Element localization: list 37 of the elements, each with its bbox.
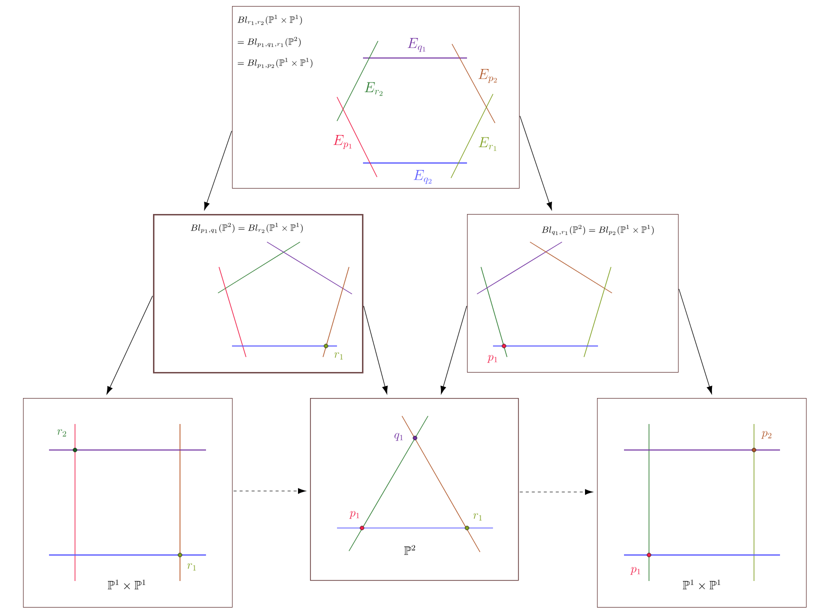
line-label: $r_2$: [57, 429, 66, 436]
line-label: $E_{q_2}$: [414, 170, 432, 184]
formula: $= Bl_{p_1,q_1,r_1}(\mathbb{P}^2)$: [238, 36, 301, 47]
arrow: [233, 488, 306, 494]
panel-box: [597, 398, 807, 608]
formula: $= Bl_{p_1,p_2}(\mathbb{P}^1\times\mathbb{P}^1)$: [238, 58, 312, 68]
panel-box: [153, 214, 364, 374]
panel-box: [310, 398, 519, 581]
formula: $Bl_{q_1,r_1}(\mathbb{P}^2) = Bl_{p_2}(\mathbb{P}^1\times\mathbb{P}^1)$: [542, 224, 654, 235]
line-label: $E_{q_1}$: [408, 38, 426, 52]
formula: $\mathbb{P}^2$: [404, 545, 416, 555]
line-label: $E_{p_1}$: [333, 135, 352, 149]
line-label: $p_2$: [761, 431, 772, 439]
line-label: $r_1$: [334, 352, 343, 360]
arrow: [363, 306, 388, 394]
panel-box: [232, 6, 520, 189]
line-label: $p_1$: [349, 511, 360, 519]
line-label: $E_{r_1}$: [478, 137, 496, 151]
arrow: [106, 296, 153, 394]
formula: $\mathbb{P}^1\times\mathbb{P}^1$: [108, 580, 146, 590]
arrow: [520, 116, 552, 210]
panel-box: [467, 214, 679, 373]
line-label: $p_1$: [630, 567, 640, 575]
formula: $\mathbb{P}^1\times\mathbb{P}^1$: [682, 580, 720, 590]
arrow: [520, 489, 593, 495]
line-label: $r_1$: [187, 563, 196, 570]
formula: $Bl_{r_1,r_2}(\mathbb{P}^1\times\mathbb{P}^1)$: [238, 14, 302, 25]
line-label: $E_{r_2}$: [364, 82, 383, 96]
line-label: $p_1$: [487, 355, 498, 363]
line-label: $q_1$: [394, 433, 403, 441]
line-label: $r_1$: [473, 513, 482, 520]
line-label: $E_{p_2}$: [478, 69, 497, 83]
formula: $Bl_{p_1,q_1}(\mathbb{P}^2) = Bl_{r_2}(\mathbb{P}^1\times\mathbb{P}^1)$: [190, 222, 303, 233]
arrow: [678, 288, 712, 394]
arrow: [440, 306, 468, 394]
panel-box: [23, 398, 233, 608]
arrow: [204, 130, 232, 210]
